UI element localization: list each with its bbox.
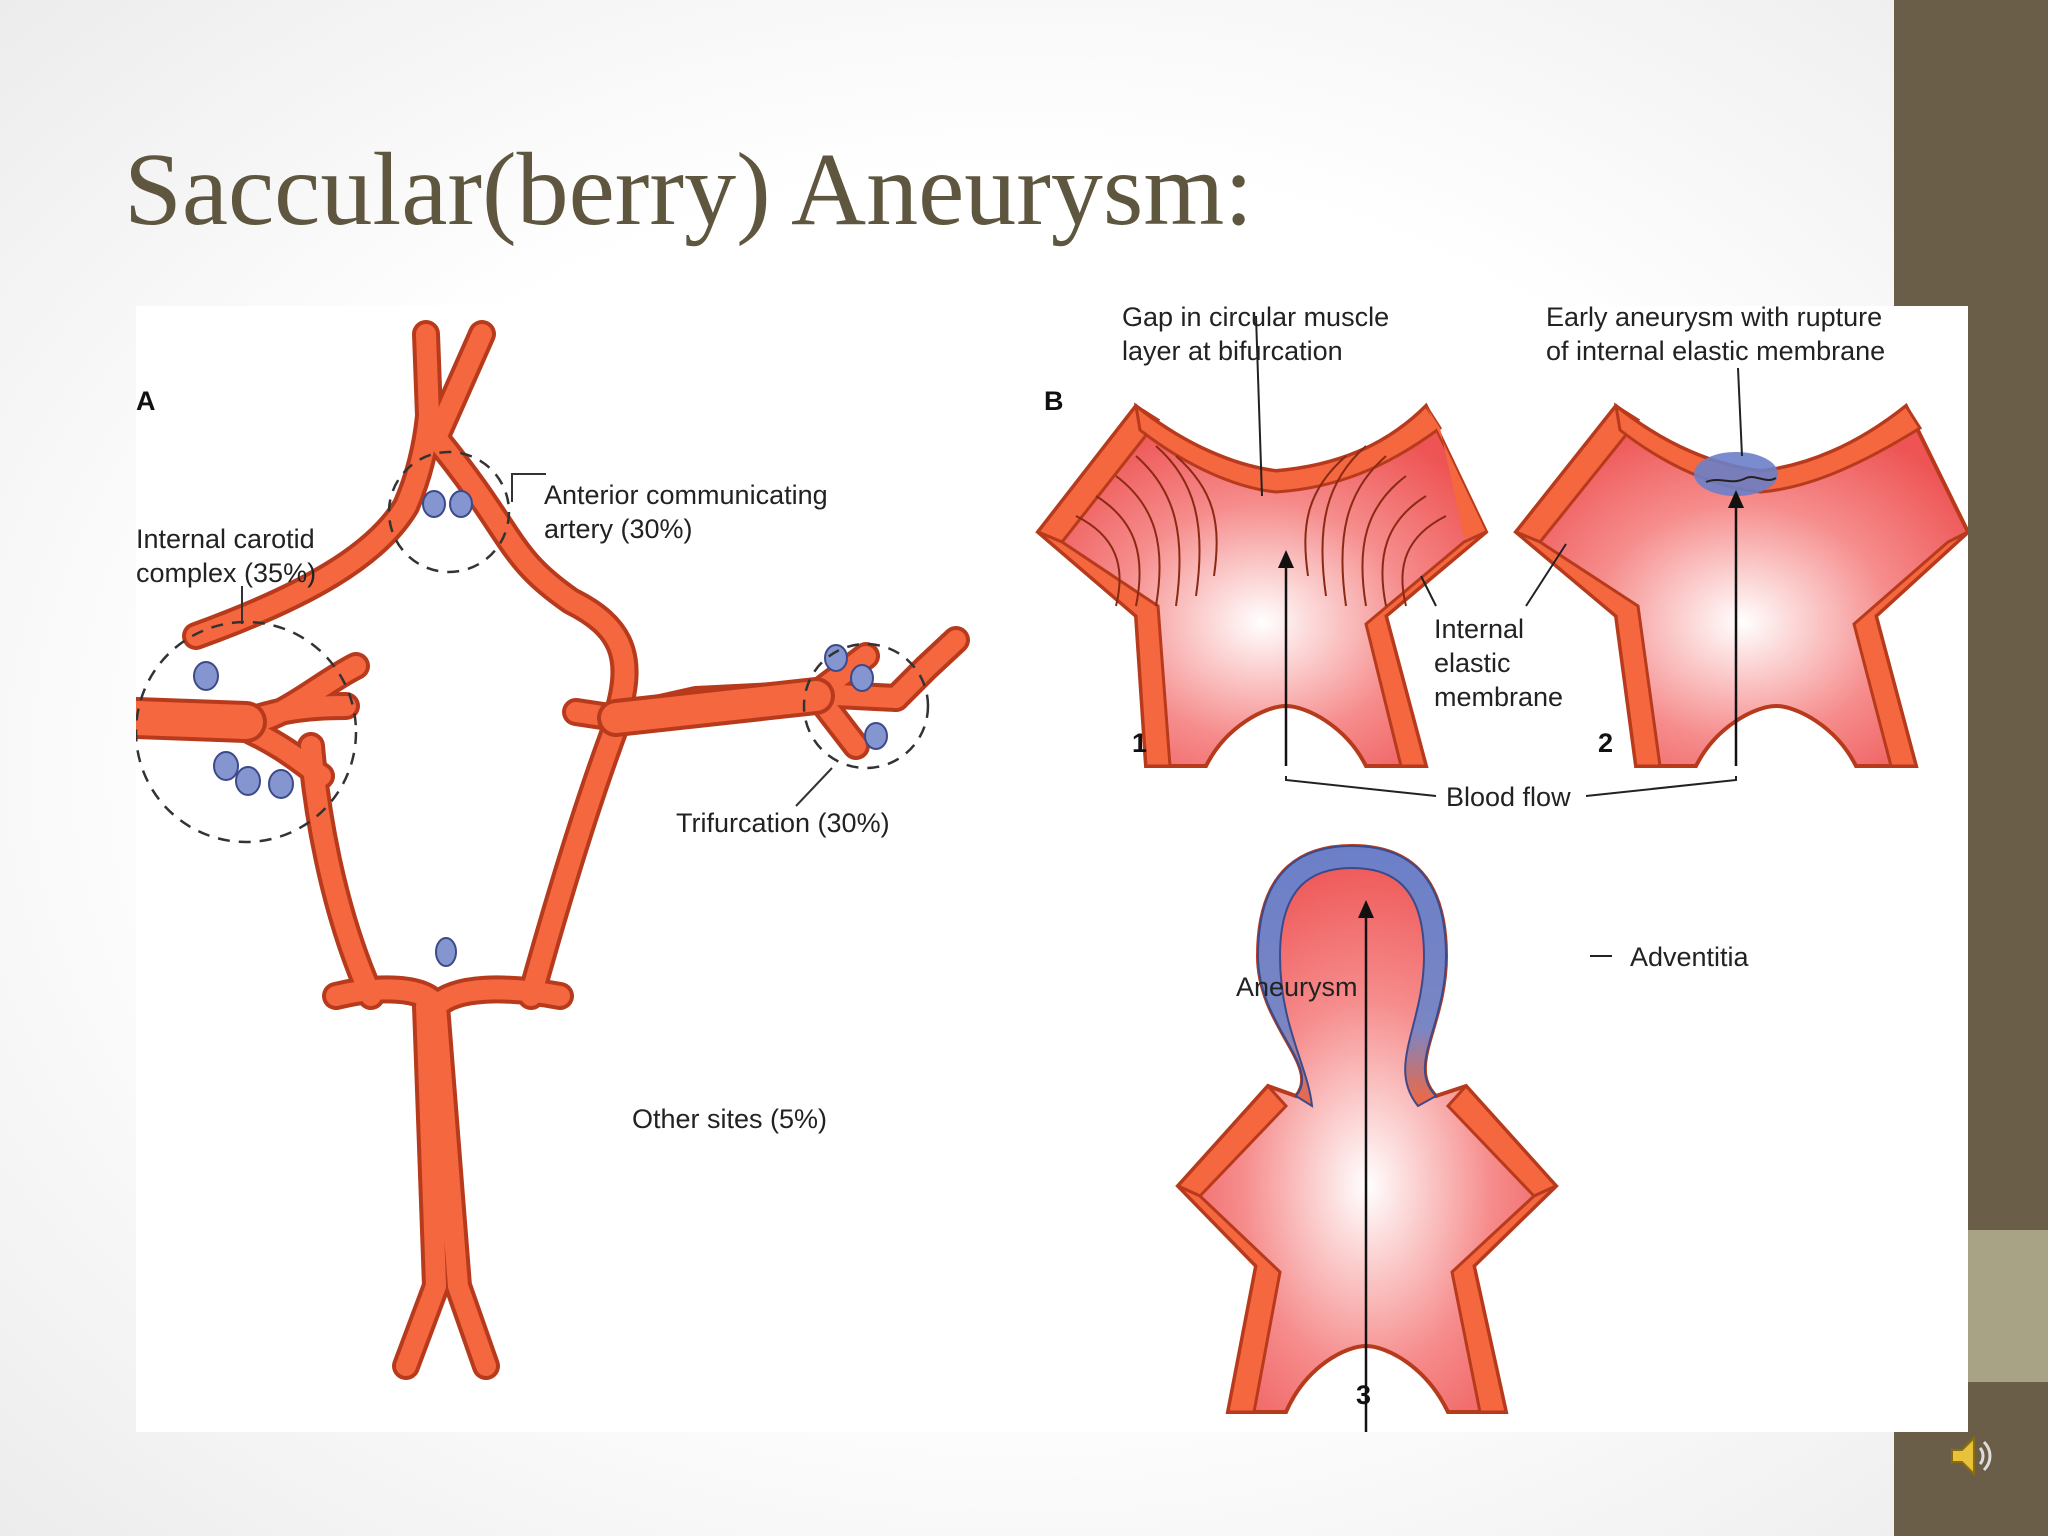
label-aneurysm: Aneurysm <box>1236 972 1358 1002</box>
circle-of-willis <box>136 320 970 1380</box>
label-early-aneurysm: Early aneurysm with rupture of internal … <box>1546 302 1886 366</box>
label-anterior-communicating: Anterior communicating artery (30%) <box>544 480 828 544</box>
label-other-sites: Other sites (5%) <box>632 1104 828 1134</box>
label-internal-carotid: Internal carotid complex (35%) <box>136 524 317 588</box>
step-3-label: 3 <box>1356 1380 1372 1410</box>
slide-title: Saccular(berry) Aneurysm: <box>124 132 1254 247</box>
label-internal-elastic-membrane: Internal elastic membrane <box>1434 614 1564 712</box>
aneurysm-figure: A B Internal carotid complex (35%) Anter… <box>136 302 1968 1432</box>
label-blood-flow: Blood flow <box>1446 782 1571 812</box>
bifurcation-stage-1 <box>1035 402 1489 768</box>
aneurysm-sacs <box>193 490 888 967</box>
panel-a-label: A <box>136 386 156 416</box>
step-1-label: 1 <box>1132 728 1148 758</box>
bifurcation-stage-3 <box>1175 843 1559 1432</box>
label-adventitia: Adventitia <box>1630 942 1749 972</box>
panel-b-label: B <box>1044 386 1064 416</box>
speaker-icon[interactable] <box>1944 1428 2000 1484</box>
label-trifurcation: Trifurcation (30%) <box>676 808 890 838</box>
site-circles <box>136 450 930 844</box>
aneurysm-diagram <box>136 315 1968 1432</box>
bifurcation-stage-2 <box>1513 402 1968 768</box>
step-2-label: 2 <box>1598 728 1614 758</box>
label-gap-muscle: Gap in circular muscle layer at bifurcat… <box>1122 302 1390 366</box>
